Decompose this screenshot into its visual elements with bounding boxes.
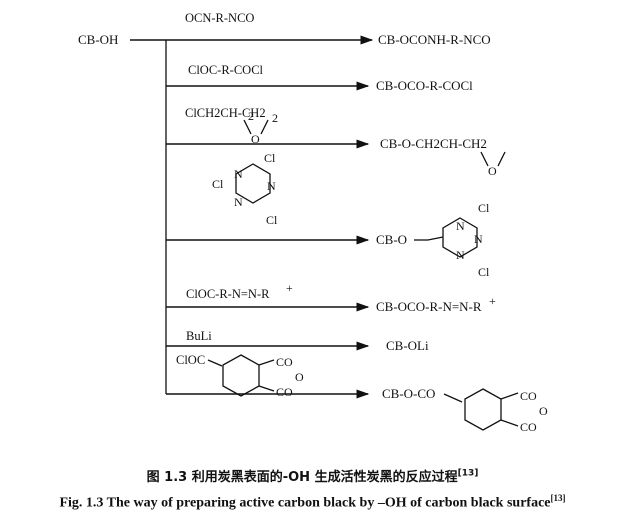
acyl-bond [207, 359, 223, 367]
reagent-label-3: ClCH2CH-CH2 [185, 106, 266, 120]
epoxy-product: CB-O-CH2CH-CH2 O [380, 136, 506, 178]
product-label-2: CB-OCO-R-COCl [376, 78, 473, 93]
atom-n: N [456, 248, 465, 262]
caption-chinese-ref: [13] [457, 468, 479, 479]
subscript-2b: 2 [272, 111, 278, 125]
anhydride-bond [500, 392, 519, 400]
caption-chinese-text: 图 1.3 利用炭黑表面的-OH 生成活性炭黑的反应过程 [146, 470, 458, 485]
anhydride-bond [500, 419, 519, 427]
cyanuric-chloride-reagent: Cl Cl Cl N N N [212, 151, 278, 227]
benzene-ring [464, 388, 502, 431]
caption-chinese: 图 1.3 利用炭黑表面的-OH 生成活性炭黑的反应过程[13] [0, 466, 625, 485]
atom-cl: Cl [264, 151, 276, 165]
caption-english: Fig. 1.3 The way of preparing active car… [0, 493, 625, 512]
atom-n: N [456, 219, 465, 233]
product-label-7: CB-O-CO [382, 386, 435, 401]
o-label: O [295, 370, 304, 384]
epoxide-bond [260, 119, 269, 135]
atom-cl: Cl [212, 177, 224, 191]
epoxide-oxygen: O [251, 132, 260, 146]
co-label: CO [520, 420, 537, 434]
triazine-ring [235, 163, 271, 204]
reagent-label-5: ClOC-R-N=N-R [186, 287, 270, 301]
reagent-label-2: ClOC-R-COCl [188, 63, 264, 77]
triazine-product: CB-O Cl Cl N N N [376, 201, 490, 279]
atom-n: N [474, 232, 483, 246]
product-label-3: CB-O-CH2CH-CH2 [380, 136, 487, 151]
reagent-sup: + [286, 281, 293, 295]
anhydride-bond [258, 385, 275, 392]
o-label: O [539, 404, 548, 418]
subscript-2: 2 [248, 109, 254, 123]
benzene-ring [222, 354, 260, 397]
trimellitic-product: CB-O-CO CO O CO [382, 386, 548, 434]
co-label: CO [520, 389, 537, 403]
reactant-label: CB-OH [78, 32, 118, 47]
reagent-label-6: BuLi [186, 329, 212, 343]
acyl-bond [443, 393, 463, 403]
anhydride-bond [258, 359, 275, 366]
triazine-ring [442, 217, 478, 258]
epichlorohydrin-reagent: ClCH2CH-CH2 2 2 O [185, 106, 278, 146]
co-label: CO [276, 355, 293, 369]
atom-cl: Cl [266, 213, 278, 227]
atom-n: N [234, 195, 243, 209]
product-label-6: CB-OLi [386, 338, 429, 353]
atom-cl: Cl [478, 201, 490, 215]
product-label-4: CB-O [376, 232, 407, 247]
epoxide-bond [243, 119, 252, 135]
atom-n: N [234, 167, 243, 181]
o-linker-bond [427, 236, 444, 241]
reagent-label-1: OCN-R-NCO [185, 11, 254, 25]
atom-n: N [267, 179, 276, 193]
reagent-label-7: ClOC [176, 353, 205, 367]
caption-english-ref: [13] [550, 493, 566, 503]
product-label-1: CB-OCONH-R-NCO [378, 32, 491, 47]
atom-cl: Cl [478, 265, 490, 279]
trimellitic-reagent: ClOC CO O CO [176, 353, 304, 399]
product-label-5: CB-OCO-R-N=N-R [376, 299, 482, 314]
product-sup: + [489, 294, 496, 308]
epoxide-bond [497, 151, 506, 167]
caption-english-text: Fig. 1.3 The way of preparing active car… [59, 495, 551, 511]
epoxide-oxygen: O [488, 164, 497, 178]
co-label: CO [276, 385, 293, 399]
reaction-scheme: CB-OH OCN-R-NCO CB-OCONH-R-NCO ClOC-R-CO… [78, 11, 548, 434]
epoxide-bond [480, 151, 489, 167]
